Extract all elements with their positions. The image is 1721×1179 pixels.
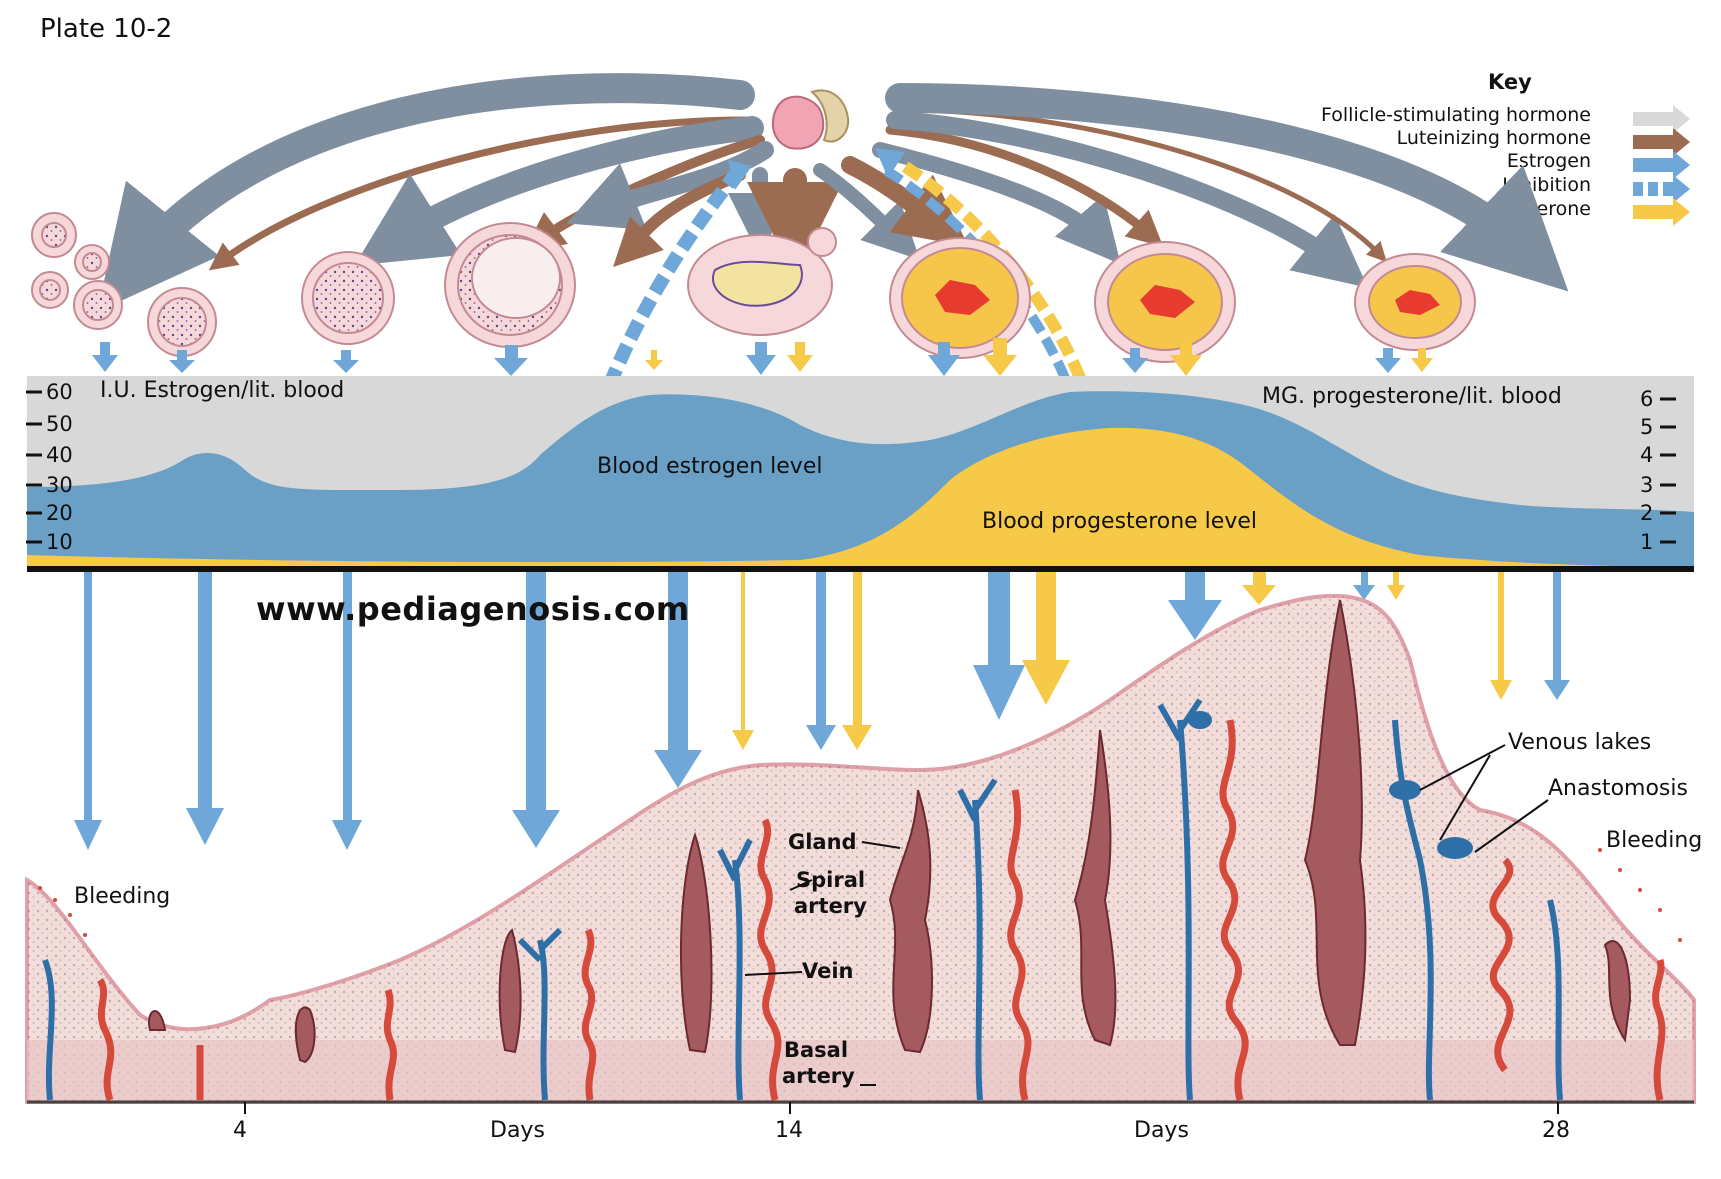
basal-artery-label-2: artery bbox=[782, 1064, 855, 1088]
key-progesterone-arrow bbox=[1633, 198, 1690, 226]
anastomosis-label: Anastomosis bbox=[1548, 776, 1688, 801]
progesterone-arrow-2 bbox=[842, 572, 872, 750]
inhibition-arrowhead-right bbox=[875, 148, 905, 178]
estrogen-arrow-1 bbox=[74, 572, 102, 850]
key-fsh-label: Follicle-stimulating hormone bbox=[1321, 104, 1591, 126]
endometrium-section bbox=[25, 593, 1696, 1104]
bleeding bbox=[38, 848, 1682, 942]
progesterone-arrow-5 bbox=[1387, 572, 1405, 600]
venous-lakes-label: Venous lakes bbox=[1508, 730, 1652, 755]
hormone-level-graph bbox=[27, 376, 1694, 572]
bleeding-label-right: Bleeding bbox=[1606, 828, 1703, 853]
estrogen-arrow-7 bbox=[973, 572, 1025, 720]
progesterone-arrow-3 bbox=[1022, 572, 1070, 705]
estrogen-arrow-3 bbox=[332, 572, 362, 850]
x-label-28: 28 bbox=[1542, 1118, 1570, 1143]
plate-title: Plate 10-2 bbox=[40, 14, 173, 44]
estrogen-level-label: Blood estrogen level bbox=[597, 454, 823, 479]
left-tick-20: 20 bbox=[46, 501, 73, 525]
estrogen-arrow-8 bbox=[1168, 572, 1222, 640]
basal-layer bbox=[27, 1040, 1694, 1102]
gland-label: Gland bbox=[788, 830, 857, 854]
x-label-days-1: Days bbox=[490, 1118, 545, 1143]
right-tick-3: 3 bbox=[1640, 473, 1654, 497]
right-tick-2: 2 bbox=[1640, 501, 1654, 525]
vein-label: Vein bbox=[802, 959, 854, 983]
veins bbox=[42, 698, 1563, 1101]
ovarian-follicles bbox=[31, 212, 1476, 363]
key-inhibition-arrow bbox=[1633, 175, 1690, 203]
key-title: Key bbox=[1488, 70, 1532, 94]
key-lh-label: Luteinizing hormone bbox=[1396, 127, 1591, 149]
progesterone-level-label: Blood progesterone level bbox=[982, 509, 1257, 534]
spiral-artery-label-2: artery bbox=[794, 894, 867, 918]
left-tick-10: 10 bbox=[46, 530, 73, 554]
right-tick-1: 1 bbox=[1640, 530, 1654, 554]
right-tick-5: 5 bbox=[1640, 415, 1654, 439]
x-label-14: 14 bbox=[775, 1118, 803, 1143]
left-tick-60: 60 bbox=[46, 380, 73, 404]
key-arrows bbox=[1633, 105, 1690, 226]
left-tick-50: 50 bbox=[46, 412, 73, 436]
x-label-4: 4 bbox=[233, 1118, 247, 1143]
left-tick-30: 30 bbox=[46, 473, 73, 497]
endometrium-arrows bbox=[74, 572, 1570, 850]
estrogen-arrow-5 bbox=[654, 572, 702, 788]
left-tick-40: 40 bbox=[46, 443, 73, 467]
progesterone-arrow-1 bbox=[732, 572, 754, 750]
inhibition-arrows bbox=[593, 148, 1086, 413]
x-axis-ticks bbox=[244, 1102, 1559, 1114]
spiral-arteries bbox=[96, 719, 1666, 1102]
hormone-arrows bbox=[97, 73, 1569, 312]
progesterone-axis-title: MG. progesterone/lit. blood bbox=[1262, 384, 1562, 409]
estrogen-arrow-4 bbox=[512, 572, 560, 848]
glands bbox=[148, 599, 1632, 1064]
x-label-days-2: Days bbox=[1134, 1118, 1189, 1143]
spiral-artery-label-1: Spiral bbox=[796, 868, 866, 892]
inhibition-arrowhead-left bbox=[728, 160, 752, 190]
progesterone-arrow-4 bbox=[1242, 572, 1276, 605]
leader-lines bbox=[744, 744, 1549, 1086]
key-lh-arrow bbox=[1633, 128, 1690, 156]
basal-artery-label-1: Basal bbox=[784, 1038, 849, 1062]
venous-lakes bbox=[1188, 711, 1473, 859]
progesterone-arrow-6 bbox=[1490, 572, 1512, 700]
graph-ticks bbox=[26, 390, 1676, 544]
estrogen-axis-title: I.U. Estrogen/lit. blood bbox=[100, 378, 345, 403]
key-fsh-arrow bbox=[1633, 105, 1690, 133]
estrogen-arrow-10 bbox=[1544, 572, 1570, 700]
estrogen-arrow-6 bbox=[806, 572, 836, 750]
progesterone-area bbox=[27, 427, 1694, 570]
website-watermark: www.pediagenosis.com bbox=[256, 590, 690, 628]
bleeding-label-left: Bleeding bbox=[74, 884, 171, 909]
estrogen-arrow-9 bbox=[1353, 572, 1375, 600]
right-tick-6: 6 bbox=[1640, 387, 1654, 411]
estrogen-arrow-2 bbox=[186, 572, 224, 845]
follicle-output-arrows bbox=[92, 338, 1433, 376]
right-tick-4: 4 bbox=[1640, 443, 1654, 467]
key-estrogen-arrow bbox=[1633, 151, 1690, 179]
